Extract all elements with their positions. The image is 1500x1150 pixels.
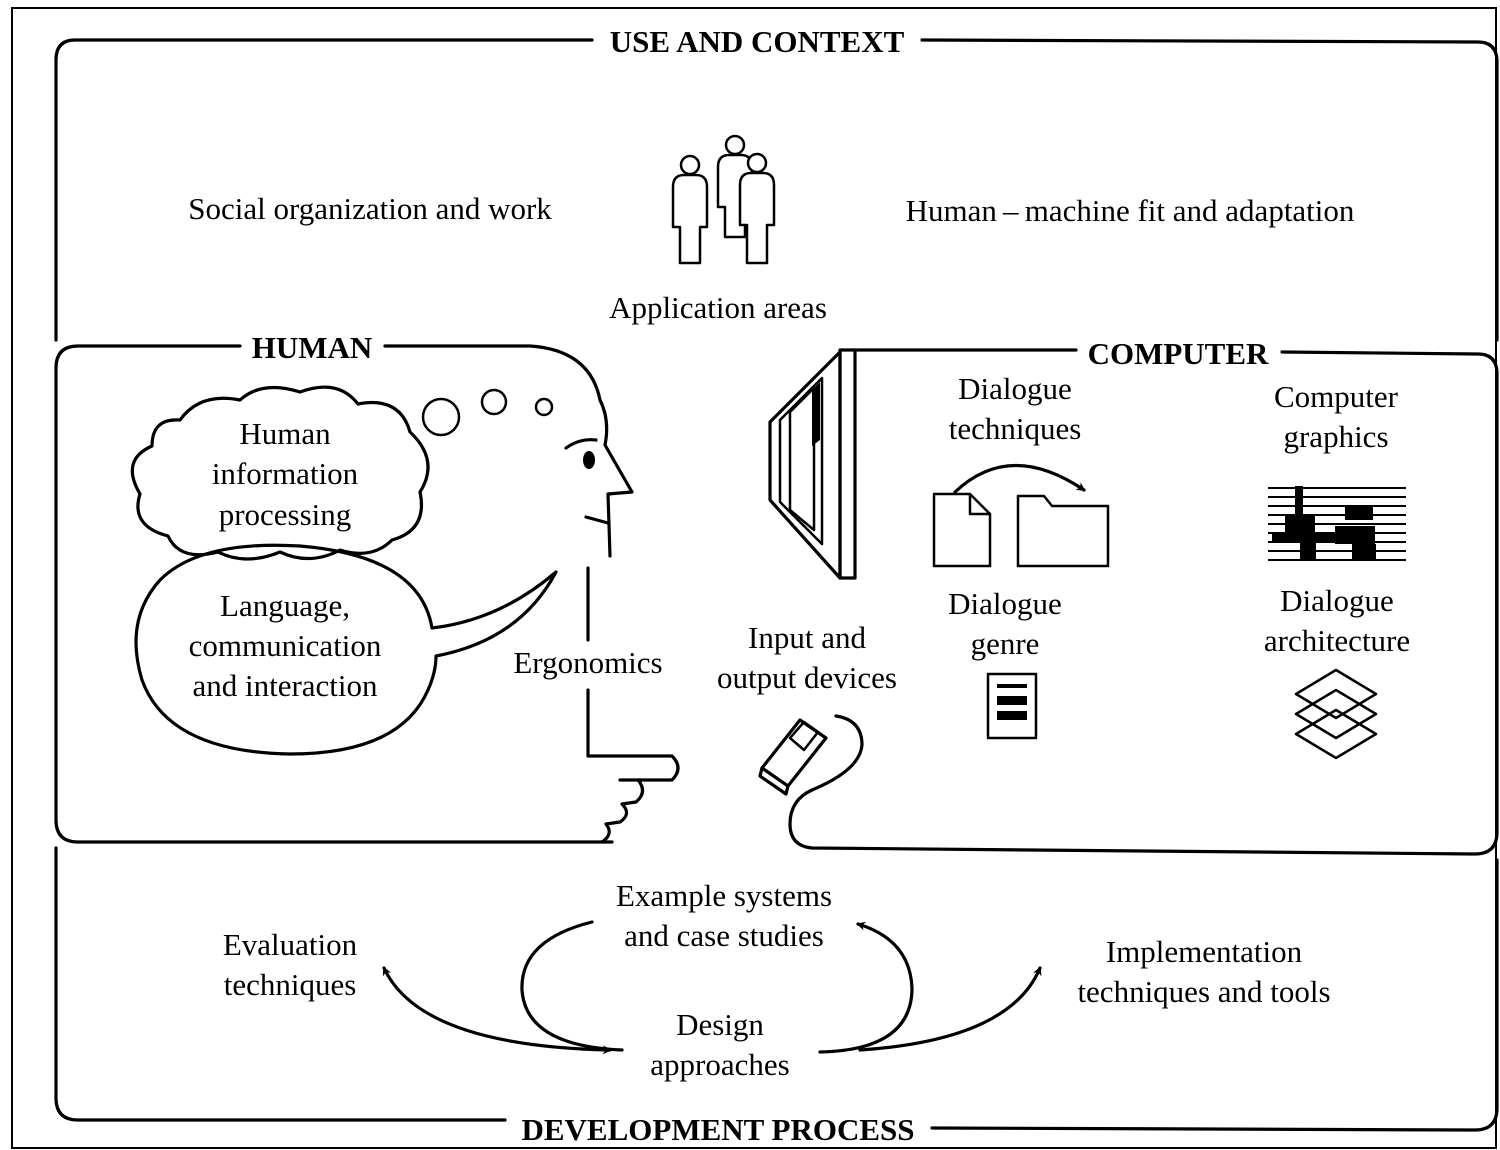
info-processing-line1: Human bbox=[239, 416, 331, 451]
human-machine-fit-label: Human – machine fit and adaptation bbox=[906, 193, 1355, 228]
thought-cloud-icon bbox=[130, 385, 430, 561]
implementation-line2: techniques and tools bbox=[1077, 974, 1330, 1009]
pointing-hand-icon bbox=[586, 566, 680, 844]
io-devices-line1: Input and bbox=[748, 620, 866, 655]
use-context-frame bbox=[54, 38, 1499, 342]
design-line1: Design bbox=[676, 1007, 764, 1042]
human-frame bbox=[54, 344, 634, 844]
dialogue-genre-line1: Dialogue bbox=[948, 586, 1062, 621]
info-processing-line2: information bbox=[212, 456, 359, 491]
document-icon bbox=[932, 492, 992, 568]
language-line1: Language, bbox=[220, 588, 350, 623]
dialogue-arrow bbox=[953, 463, 1086, 494]
dialogue-genre-line2: genre bbox=[971, 626, 1040, 661]
dialogue-architecture-line1: Dialogue bbox=[1280, 583, 1394, 618]
dialogue-architecture-line2: architecture bbox=[1264, 623, 1410, 658]
mouse-icon bbox=[758, 718, 828, 796]
use-context-title: USE AND CONTEXT bbox=[610, 24, 905, 59]
people-icon bbox=[671, 134, 776, 265]
computer-frame bbox=[788, 348, 1499, 856]
raster-graphics-icon bbox=[1268, 486, 1406, 561]
list-document-icon bbox=[986, 672, 1038, 740]
io-devices-line2: output devices bbox=[717, 660, 897, 695]
ergonomics-label: Ergonomics bbox=[513, 645, 662, 680]
development-title: DEVELOPMENT PROCESS bbox=[521, 1112, 914, 1147]
speech-bubble-icon bbox=[134, 543, 558, 756]
design-line2: approaches bbox=[650, 1047, 789, 1082]
folder-icon bbox=[1016, 494, 1110, 568]
implementation-line1: Implementation bbox=[1106, 934, 1303, 969]
head-icon bbox=[564, 438, 610, 525]
development-frame bbox=[54, 846, 1499, 1132]
computer-graphics-line1: Computer bbox=[1274, 379, 1399, 414]
language-line3: and interaction bbox=[192, 668, 378, 703]
evaluation-line1: Evaluation bbox=[223, 927, 358, 962]
layers-icon bbox=[1294, 668, 1378, 760]
examples-line2: and case studies bbox=[624, 918, 824, 953]
info-processing-line3: processing bbox=[219, 497, 352, 532]
human-title: HUMAN bbox=[252, 330, 373, 365]
dialogue-techniques-line2: techniques bbox=[949, 411, 1082, 446]
thought-bubbles bbox=[421, 388, 554, 437]
evaluation-line2: techniques bbox=[224, 967, 357, 1002]
computer-title: COMPUTER bbox=[1088, 336, 1269, 371]
examples-line1: Example systems bbox=[616, 878, 832, 913]
dialogue-techniques-line1: Dialogue bbox=[958, 371, 1072, 406]
development-cycle-arrows bbox=[382, 920, 1042, 1055]
social-organization-label: Social organization and work bbox=[188, 191, 552, 226]
monitor-icon bbox=[768, 348, 857, 580]
application-areas-label: Application areas bbox=[609, 290, 827, 325]
language-line2: communication bbox=[189, 628, 382, 663]
computer-graphics-line2: graphics bbox=[1283, 419, 1388, 454]
